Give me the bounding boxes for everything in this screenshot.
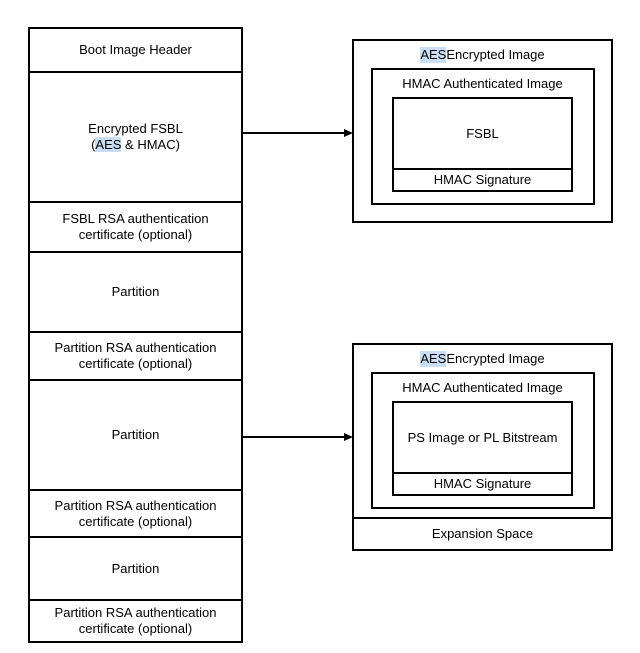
partition-cell-3: Partition <box>30 538 241 601</box>
cell-label: Partition RSA authentication certificate… <box>54 497 217 529</box>
partition-aes-encrypted-image-box: AES Encrypted Image HMAC Authenticated I… <box>352 343 613 551</box>
fsbl-payload-cell: FSBL <box>394 99 571 170</box>
partition-cell-2: Partition <box>30 381 241 491</box>
boot-image-header-cell: Boot Image Header <box>30 29 241 73</box>
hmac-authenticated-image-title: HMAC Authenticated Image <box>373 374 593 401</box>
fsbl-flow-arrowhead-icon <box>344 129 353 137</box>
cell-label: Partition <box>111 284 160 299</box>
paren-open: ( <box>91 137 96 152</box>
boot-image-stack: Boot Image Header Encrypted FSBL (AES & … <box>28 27 243 643</box>
signature-label: HMAC Signature <box>433 476 532 491</box>
cell-label: Partition RSA authentication certificate… <box>54 605 217 636</box>
aes-link[interactable]: AES <box>420 350 447 367</box>
aes-encrypted-image-section: AES Encrypted Image HMAC Authenticated I… <box>354 345 611 519</box>
fsbl-payload-box: FSBL HMAC Signature <box>392 97 573 192</box>
title-text: HMAC Authenticated Image <box>402 379 563 395</box>
partition-rsa-cert-cell-1: Partition RSA authentication certificate… <box>30 333 241 381</box>
cell-label: Partition <box>111 427 160 442</box>
expansion-space-cell: Expansion Space <box>354 519 611 549</box>
title-rest: Encrypted Image <box>446 46 545 62</box>
aes-encrypted-image-title: AES Encrypted Image <box>354 41 611 68</box>
cell-label: Partition <box>111 560 160 576</box>
partition-rsa-cert-cell-2: Partition RSA authentication certificate… <box>30 491 241 538</box>
partition-cell-1: Partition <box>30 253 241 333</box>
partition-flow-arrowhead-icon <box>344 433 353 441</box>
aes-encrypted-image-title: AES Encrypted Image <box>354 345 611 372</box>
hmac-signature-cell: HMAC Signature <box>394 474 571 494</box>
title-rest: Encrypted Image <box>446 350 545 366</box>
aes-link[interactable]: AES <box>420 46 447 63</box>
partition-payload-cell: PS Image or PL Bitstream <box>394 403 571 474</box>
cell-label-line2: (AES & HMAC) <box>91 137 180 153</box>
fsbl-rsa-cert-cell: FSBL RSA authentication certificate (opt… <box>30 203 241 253</box>
cell-label: FSBL RSA authentication certificate (opt… <box>62 211 209 242</box>
payload-label: PS Image or PL Bitstream <box>407 429 558 445</box>
cell-label-line2-rest: & HMAC) <box>121 137 180 152</box>
fsbl-flow-arrow-line <box>243 132 345 134</box>
hmac-signature-cell: HMAC Signature <box>394 170 571 190</box>
title-text: HMAC Authenticated Image <box>402 75 563 91</box>
partition-rsa-cert-cell-3: Partition RSA authentication certificate… <box>30 601 241 641</box>
partition-payload-box: PS Image or PL Bitstream HMAC Signature <box>392 401 573 496</box>
hmac-authenticated-image-box: HMAC Authenticated Image FSBL HMAC Signa… <box>370 68 595 205</box>
partition-flow-arrow-line <box>243 436 345 438</box>
encrypted-fsbl-cell: Encrypted FSBL (AES & HMAC) <box>30 73 241 203</box>
cell-label-line1: Encrypted FSBL <box>88 121 183 136</box>
cell-label: Partition RSA authentication certificate… <box>54 340 217 371</box>
hmac-authenticated-image-box: HMAC Authenticated Image PS Image or PL … <box>370 372 595 509</box>
aes-link[interactable]: AES <box>95 137 122 152</box>
signature-label: HMAC Signature <box>433 172 532 187</box>
payload-label: FSBL <box>466 125 499 141</box>
cell-label: Boot Image Header <box>79 42 192 57</box>
hmac-authenticated-image-title: HMAC Authenticated Image <box>373 70 593 97</box>
expansion-label: Expansion Space <box>431 526 534 541</box>
fsbl-aes-encrypted-image-box: AES Encrypted Image HMAC Authenticated I… <box>352 39 613 223</box>
